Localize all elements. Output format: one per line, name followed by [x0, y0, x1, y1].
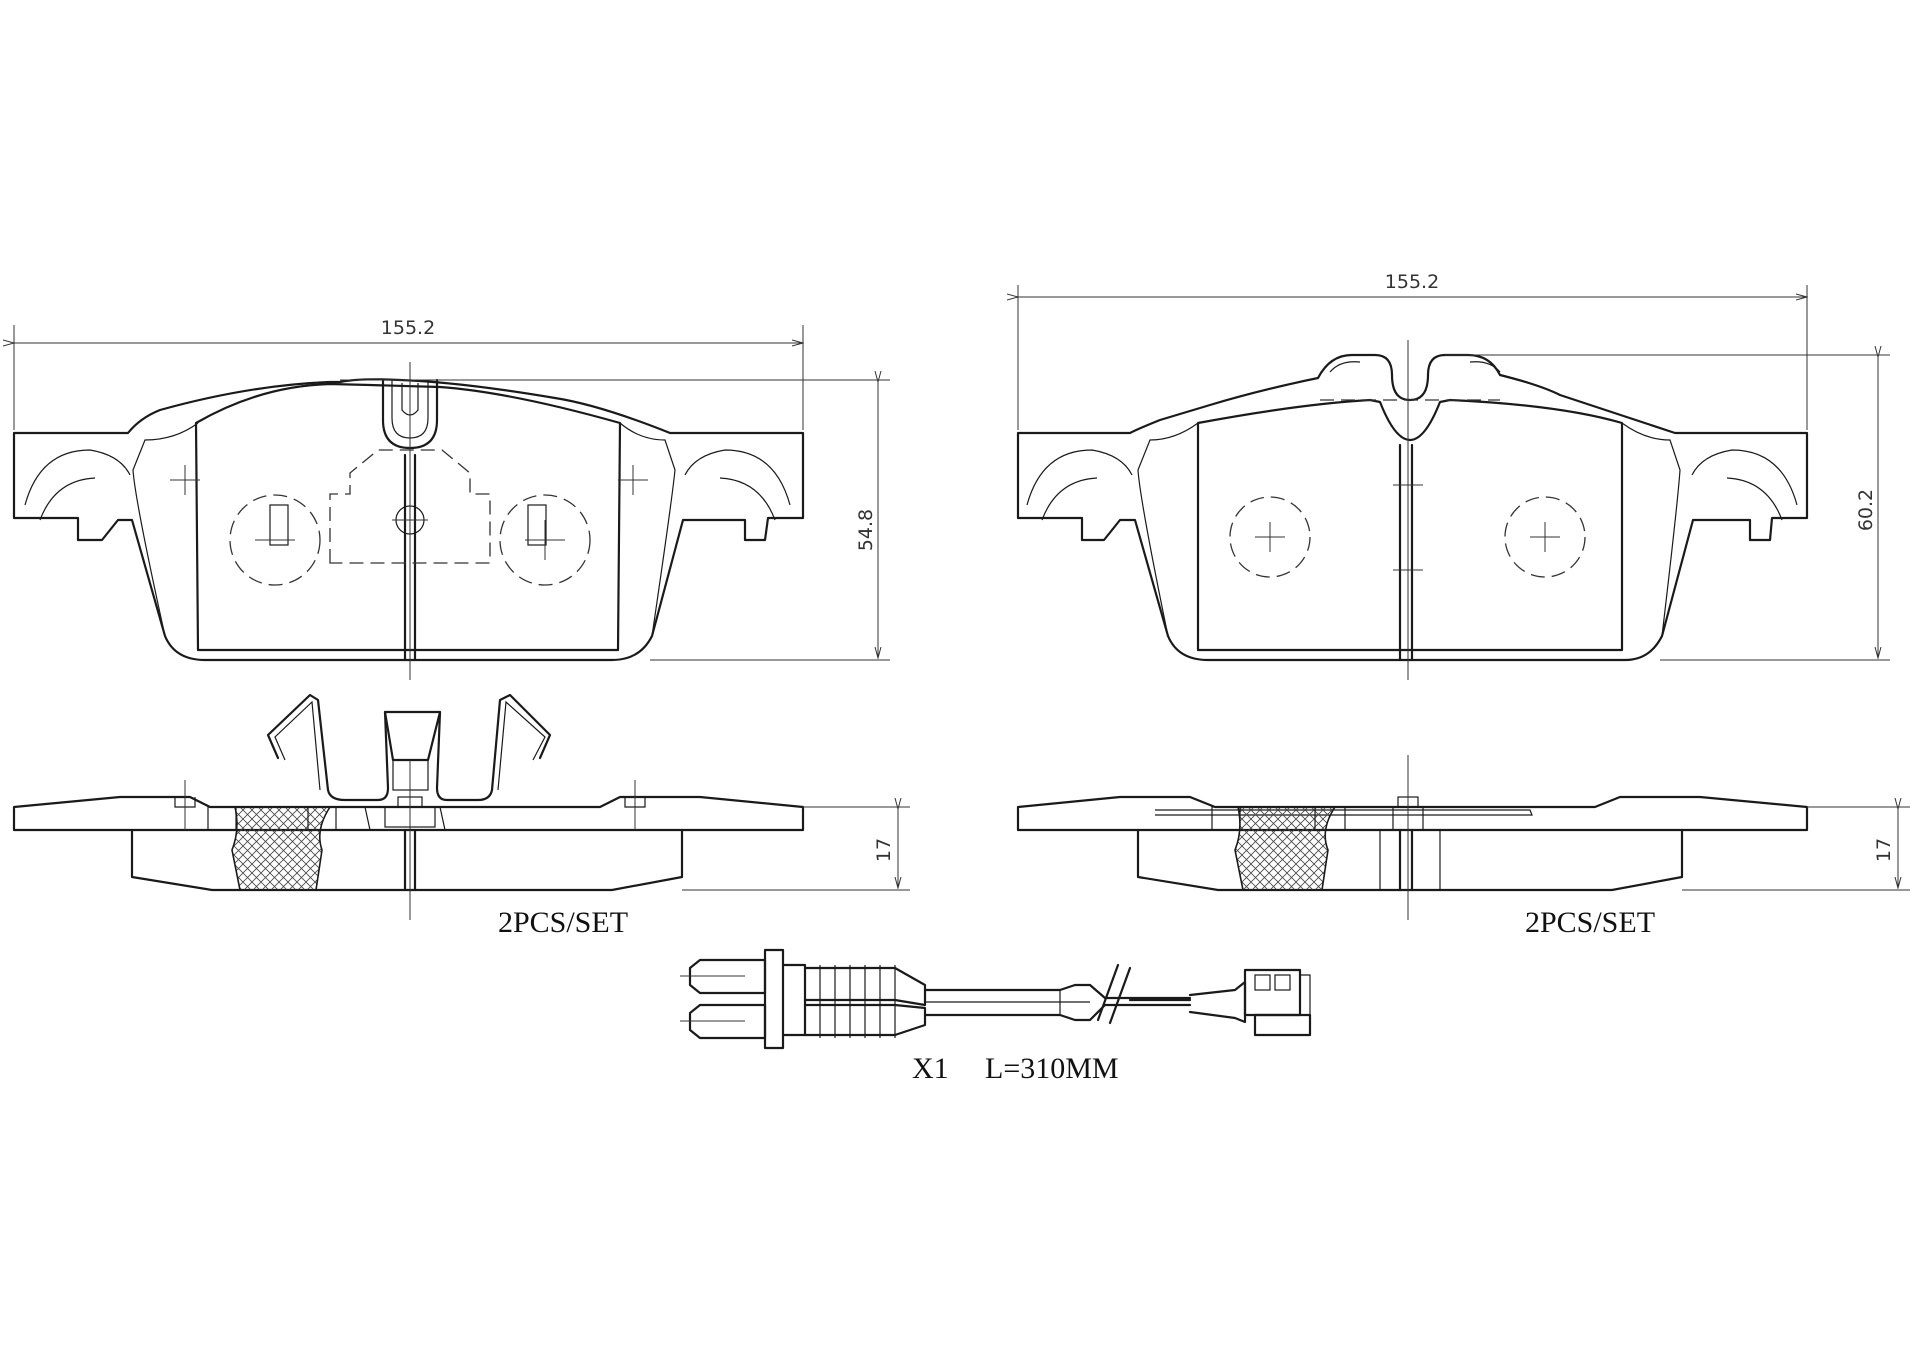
wear-sensor: [680, 948, 1312, 1050]
left-pad-quantity-label: 2PCS/SET: [498, 906, 628, 939]
right-pad-quantity-label: 2PCS/SET: [1525, 906, 1655, 939]
right-pad-height-dimension: 60.2: [1445, 355, 1890, 661]
right-pad-height-label: 60.2: [1855, 489, 1877, 531]
right-pad-width-dimension: 155.2: [1018, 271, 1807, 430]
right-pad-front-view: [1016, 340, 1809, 680]
left-pad-thickness-label: 17: [873, 838, 895, 862]
left-pad-width-label: 155.2: [381, 317, 435, 339]
right-pad-side-view: [1016, 755, 1809, 920]
left-pad-height-label: 54.8: [855, 509, 877, 551]
left-pad-front-view: [12, 362, 805, 680]
left-pad-width-dimension: 155.2: [14, 317, 803, 430]
right-pad-width-label: 155.2: [1385, 271, 1439, 293]
sensor-quantity-label: X1: [912, 1052, 949, 1085]
left-pad-thickness-dimension: 17: [682, 807, 910, 891]
right-pad-thickness-label: 17: [1873, 838, 1895, 862]
sensor-length-label: L=310MM: [985, 1052, 1119, 1085]
right-pad-thickness-dimension: 17: [1682, 807, 1910, 891]
left-pad-height-dimension: 54.8: [340, 380, 890, 661]
left-pad-side-view: [12, 693, 805, 920]
